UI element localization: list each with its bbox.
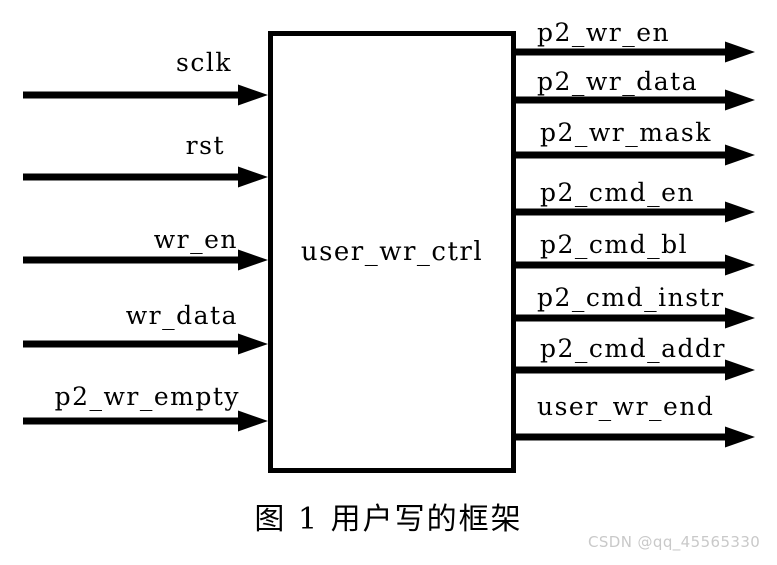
output-arrow-p2_cmd_bl-head bbox=[725, 254, 755, 276]
input-arrow-wr_en-head bbox=[238, 249, 268, 271]
input-arrow-p2_wr_empty-head bbox=[238, 410, 268, 432]
output-label-p2_wr_data: p2_wr_data bbox=[537, 67, 699, 96]
input-label-sclk: sclk bbox=[176, 48, 232, 77]
output-arrow-p2_wr_en-head bbox=[725, 41, 755, 63]
output-label-user_wr_end: user_wr_end bbox=[537, 392, 715, 421]
module-block bbox=[268, 31, 516, 473]
watermark-text: CSDN @qq_45565330 bbox=[588, 533, 761, 551]
input-label-p2_wr_empty: p2_wr_empty bbox=[54, 382, 240, 411]
output-label-p2_cmd_bl: p2_cmd_bl bbox=[540, 230, 689, 259]
output-arrow-p2_cmd_addr-head bbox=[725, 359, 755, 381]
output-arrow-p2_cmd_en bbox=[516, 201, 755, 223]
input-arrow-sclk-head bbox=[238, 84, 268, 106]
figure-caption: 图 1 用户写的框架 bbox=[254, 502, 523, 537]
output-label-p2_cmd_addr: p2_cmd_addr bbox=[540, 334, 726, 363]
input-label-wr_en: wr_en bbox=[153, 225, 238, 254]
module-block-label: user_wr_ctrl bbox=[300, 237, 484, 267]
output-arrow-p2_wr_data bbox=[516, 89, 755, 111]
output-arrow-p2_wr_en bbox=[516, 41, 755, 63]
input-label-wr_data: wr_data bbox=[125, 301, 238, 330]
output-label-p2_wr_mask: p2_wr_mask bbox=[540, 118, 712, 147]
output-arrow-p2_cmd_instr bbox=[516, 307, 755, 329]
output-label-p2_cmd_instr: p2_cmd_instr bbox=[537, 283, 725, 312]
output-arrow-user_wr_end-head bbox=[725, 426, 755, 448]
output-arrow-p2_wr_mask-head bbox=[725, 144, 755, 166]
output-arrow-p2_cmd_bl bbox=[516, 254, 755, 276]
output-label-p2_cmd_en: p2_cmd_en bbox=[540, 178, 696, 207]
input-label-rst: rst bbox=[185, 131, 225, 160]
output-arrow-p2_cmd_en-head bbox=[725, 201, 755, 223]
output-arrow-group bbox=[516, 41, 755, 448]
output-arrow-p2_cmd_addr bbox=[516, 359, 755, 381]
input-arrow-wr_data bbox=[23, 333, 268, 355]
input-arrow-p2_wr_empty bbox=[23, 410, 268, 432]
output-arrow-p2_cmd_instr-head bbox=[725, 307, 755, 329]
input-arrow-sclk bbox=[23, 84, 268, 106]
output-arrow-p2_wr_data-head bbox=[725, 89, 755, 111]
input-arrow-group bbox=[23, 84, 268, 432]
output-arrow-p2_wr_mask bbox=[516, 144, 755, 166]
input-arrow-rst-head bbox=[238, 166, 268, 188]
input-arrow-wr_en bbox=[23, 249, 268, 271]
input-arrow-wr_data-head bbox=[238, 333, 268, 355]
input-arrow-rst bbox=[23, 166, 268, 188]
output-label-p2_wr_en: p2_wr_en bbox=[537, 18, 671, 47]
output-arrow-user_wr_end bbox=[516, 426, 755, 448]
